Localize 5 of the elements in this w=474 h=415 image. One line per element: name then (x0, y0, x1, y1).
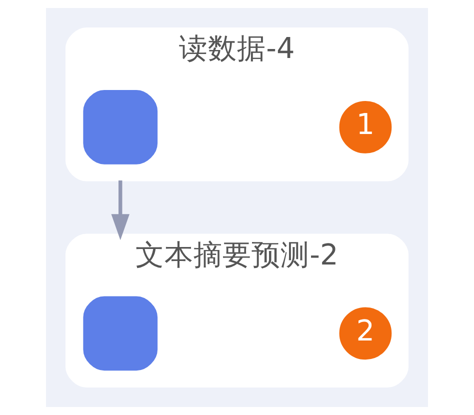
node-box (83, 90, 158, 164)
node-circle: 2 (339, 307, 392, 360)
node-box (83, 296, 158, 371)
arrow (111, 180, 130, 240)
node-circle: 1 (339, 101, 392, 154)
